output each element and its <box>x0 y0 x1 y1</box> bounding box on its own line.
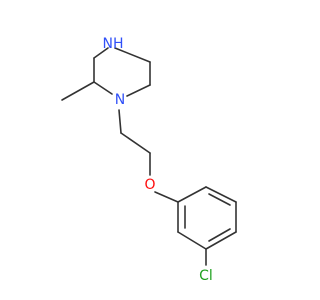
bond-n-ch2 <box>118 109 122 134</box>
bond-ar1 <box>177 186 207 203</box>
bond-methyl <box>61 81 95 101</box>
bond-ch2-ch2 <box>120 132 151 154</box>
bond-c4-nh <box>93 47 109 59</box>
bond-ar-double-1 <box>208 193 231 206</box>
bond-nh-c1 <box>114 47 151 63</box>
molecule-svg: NH N O Cl <box>61 36 237 284</box>
structure-diagram: NH N O Cl <box>61 36 237 284</box>
atom-label-cl: Cl <box>199 268 213 284</box>
bond-ar2 <box>205 186 237 203</box>
bond-ar5 <box>177 231 207 250</box>
bond-n-c3 <box>93 81 113 95</box>
bond-ar4 <box>205 231 237 250</box>
atom-label-nh: NH <box>103 36 124 52</box>
atom-label-o: O <box>144 177 155 193</box>
bond-ar-double-2 <box>208 228 231 242</box>
atom-label-n: N <box>115 92 125 108</box>
bond-o-aryl <box>154 191 179 203</box>
bond-c2-n <box>126 84 151 97</box>
